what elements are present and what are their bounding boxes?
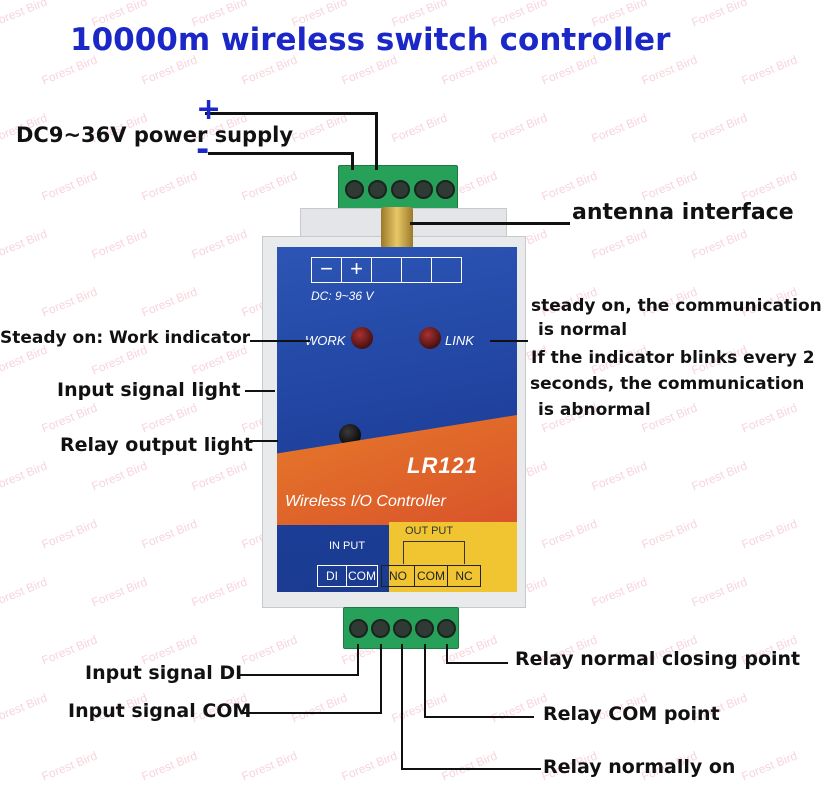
watermark-text: Forest Bird [289,110,350,146]
link-indicator-led [419,327,441,349]
watermark-text: Forest Bird [89,226,150,262]
watermark-text: Forest Bird [189,458,250,494]
input-signal-di-label: Input signal DI [85,662,243,684]
input-signal-com-label: Input signal COM [68,700,252,722]
watermark-text: Forest Bird [739,748,800,784]
watermark-text: Forest Bird [639,516,700,552]
watermark-text: Forest Bird [339,748,400,784]
antenna-connector [381,207,413,249]
out-put-label: OUT PUT [405,525,454,537]
relay-symbol [403,541,465,564]
output-area [389,522,517,592]
watermark-text: Forest Bird [39,400,100,436]
input-signal-light-label: Input signal light [57,379,241,401]
watermark-text: Forest Bird [589,110,650,146]
watermark-text: Forest Bird [0,690,50,726]
watermark-text: Forest Bird [139,284,200,320]
relay-output-light-label: Relay output light [60,434,253,456]
watermark-text: Forest Bird [739,400,800,436]
link-desc-line3: If the indicator blinks every 2 [531,348,815,368]
watermark-text: Forest Bird [139,168,200,204]
relay-output-led [339,424,361,446]
top-terminal-block [338,165,458,213]
page-title: 10000m wireless switch controller [70,22,671,58]
watermark-text: Forest Bird [389,690,450,726]
watermark-text: Forest Bird [89,574,150,610]
watermark-text: Forest Bird [189,226,250,262]
watermark-text: Forest Bird [389,110,450,146]
bottom-terminal-block [343,607,459,649]
work-label: WORK [305,333,346,348]
watermark-text: Forest Bird [0,226,50,262]
output-terminal-labels: NO COM NC [381,565,481,587]
device-subtitle: Wireless I/O Controller [285,493,446,510]
watermark-text: Forest Bird [439,748,500,784]
watermark-text: Forest Bird [689,110,750,146]
watermark-text: Forest Bird [139,516,200,552]
link-desc-line4: seconds, the communication [530,374,805,394]
plus-mark: + [196,92,222,127]
link-desc-line2: is normal [538,320,628,340]
model-name: LR121 [407,453,479,478]
link-desc-line1: steady on, the communication [531,296,822,316]
watermark-text: Forest Bird [39,168,100,204]
watermark-text: Forest Bird [189,574,250,610]
watermark-text: Forest Bird [739,516,800,552]
front-panel: − + DC: 9~36 V WORK LINK LR121 Wireless … [277,247,517,592]
watermark-text: Forest Bird [739,52,800,88]
watermark-text: Forest Bird [689,458,750,494]
work-indicator-label: Steady on: Work indicator [0,328,251,348]
antenna-label: antenna interface [572,200,794,225]
watermark-text: Forest Bird [589,458,650,494]
relay-com-label: Relay COM point [543,703,720,725]
watermark-text: Forest Bird [489,690,550,726]
watermark-text: Forest Bird [139,400,200,436]
watermark-text: Forest Bird [39,284,100,320]
watermark-text: Forest Bird [39,748,100,784]
watermark-text: Forest Bird [89,458,150,494]
watermark-text: Forest Bird [239,748,300,784]
watermark-text: Forest Bird [0,0,50,30]
watermark-text: Forest Bird [39,516,100,552]
relay-nc-label: Relay normal closing point [515,648,801,670]
in-put-label: IN PUT [329,540,366,552]
relay-no-label: Relay normally on [543,756,736,778]
watermark-text: Forest Bird [589,226,650,262]
watermark-text: Forest Bird [539,516,600,552]
power-supply-label: DC9~36V power supply [16,123,294,147]
minus-mark: - [196,130,210,168]
watermark-text: Forest Bird [639,168,700,204]
watermark-text: Forest Bird [239,168,300,204]
watermark-text: Forest Bird [239,632,300,668]
watermark-text: Forest Bird [139,748,200,784]
watermark-text: Forest Bird [689,226,750,262]
dc-voltage-text: DC: 9~36 V [311,289,374,303]
watermark-text: Forest Bird [689,0,750,30]
watermark-text: Forest Bird [289,690,350,726]
watermark-text: Forest Bird [0,574,50,610]
watermark-text: Forest Bird [689,574,750,610]
power-terminal-labels: − + [311,257,462,283]
watermark-text: Forest Bird [739,168,800,204]
watermark-text: Forest Bird [0,458,50,494]
link-label: LINK [445,333,474,348]
watermark-text: Forest Bird [539,168,600,204]
watermark-text: Forest Bird [589,574,650,610]
watermark-text: Forest Bird [489,110,550,146]
link-desc-line5: is abnormal [538,400,651,420]
work-indicator-led [351,327,373,349]
input-terminal-labels: DI COM [317,565,378,587]
